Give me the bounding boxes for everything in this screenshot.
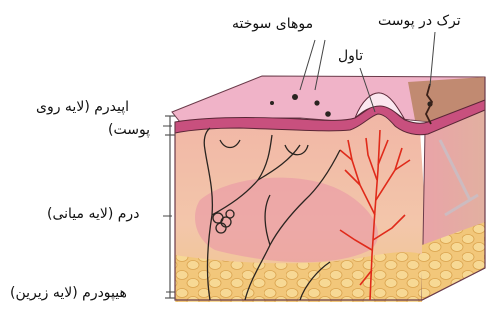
label-epidermis-line2: پوست) [108,121,150,140]
hypodermis-lower [175,280,422,302]
label-hypodermis: هیپودرم (لایه زیرین) [10,284,127,303]
label-skin-crack: ترک در پوست [378,12,461,31]
label-blister: تاول [338,47,363,66]
label-epidermis-line1: اپیدرم (لایه روی [36,98,129,117]
layer-bracket [165,116,175,298]
label-burnt-hair: موهای سوخته [232,15,313,34]
label-dermis: درم (لایه میانی) [47,205,139,224]
